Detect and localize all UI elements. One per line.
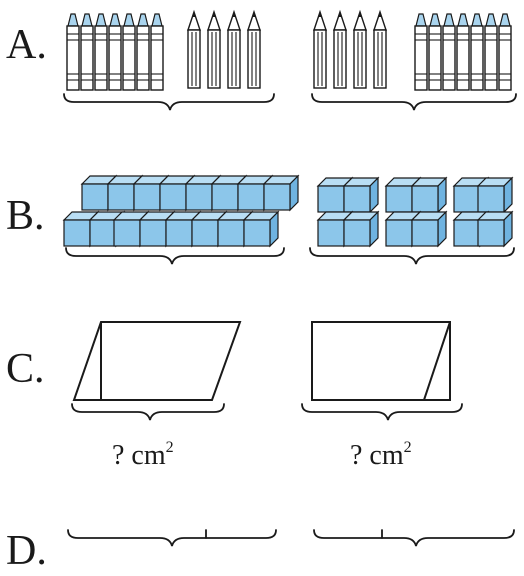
- cube-icon: [263, 175, 299, 211]
- pencil-icon: [353, 11, 367, 89]
- option-c-label: C.: [6, 346, 45, 392]
- crayon-icon: [498, 13, 512, 91]
- option-b-label: B.: [6, 193, 45, 239]
- pencil-icon: [333, 11, 347, 89]
- area-label-right-exponent: 2: [403, 439, 412, 456]
- brace-c-right: [301, 403, 463, 421]
- option-b-right-group: [317, 177, 513, 247]
- option-a-label: A.: [6, 22, 47, 68]
- area-label-right: ? cm2: [350, 440, 412, 470]
- crayon-icon: [80, 13, 94, 91]
- brace-d-right: [313, 529, 515, 547]
- option-c-rectangle: [311, 321, 451, 401]
- crayon-icon: [108, 13, 122, 91]
- brace-a-right: [311, 93, 517, 111]
- option-d-label: D.: [6, 528, 47, 574]
- area-label-left: ? cm2: [112, 440, 174, 470]
- pencil-icon: [207, 11, 221, 89]
- crayon-icon: [66, 13, 80, 91]
- area-label-left-text: ? cm: [112, 440, 166, 471]
- pencil-icon: [313, 11, 327, 89]
- cube-icon: [411, 211, 447, 247]
- crayon-icon: [122, 13, 136, 91]
- area-label-right-text: ? cm: [350, 440, 404, 471]
- crayon-icon: [470, 13, 484, 91]
- cube-icon: [411, 177, 447, 213]
- option-a-left-group: [66, 11, 261, 91]
- crayon-icon: [456, 13, 470, 91]
- option-b-left-group: [63, 175, 299, 247]
- cube-icon: [343, 177, 379, 213]
- option-a-right-group: [313, 11, 512, 91]
- cube-icon: [343, 211, 379, 247]
- crayon-icon: [484, 13, 498, 91]
- brace-b-right: [309, 247, 515, 265]
- pencil-icon: [247, 11, 261, 89]
- brace-a-left: [63, 93, 275, 111]
- option-c-parallelogram: [72, 321, 242, 401]
- brace-b-left: [65, 247, 285, 265]
- brace-c-left: [71, 403, 225, 421]
- pencil-icon: [227, 11, 241, 89]
- crayon-icon: [428, 13, 442, 91]
- area-label-left-exponent: 2: [165, 439, 174, 456]
- crayon-icon: [150, 13, 164, 91]
- brace-d-left: [67, 529, 277, 547]
- cube-icon: [477, 211, 513, 247]
- pencil-icon: [187, 11, 201, 89]
- crayon-icon: [94, 13, 108, 91]
- cube-icon: [477, 177, 513, 213]
- cube-icon: [243, 211, 279, 247]
- crayon-icon: [414, 13, 428, 91]
- crayon-icon: [442, 13, 456, 91]
- crayon-icon: [136, 13, 150, 91]
- pencil-icon: [373, 11, 387, 89]
